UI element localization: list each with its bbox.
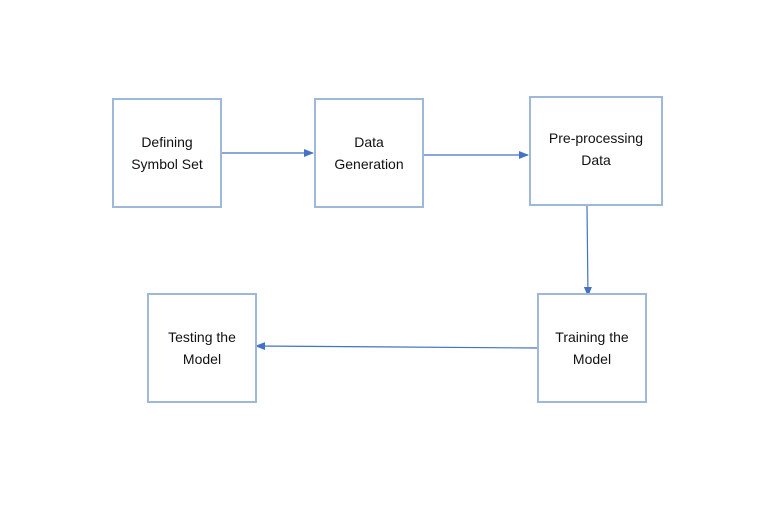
node-label: Training the Model (555, 329, 629, 367)
node-label: Pre-processing Data (548, 130, 644, 168)
node-data-generation: Data Generation (314, 98, 424, 208)
node-label: Testing the Model (168, 329, 236, 367)
node-training-the-model: Training the Model (537, 293, 647, 403)
node-label: Defining Symbol Set (131, 134, 203, 172)
node-preprocessing-data: Pre-processing Data (529, 96, 663, 206)
node-defining-symbol-set: Defining Symbol Set (112, 98, 222, 208)
arrow-preprocess-to-train (583, 205, 592, 297)
arrow-train-to-test (255, 342, 538, 351)
node-label: Data Generation (334, 134, 404, 172)
node-testing-the-model: Testing the Model (147, 293, 257, 403)
